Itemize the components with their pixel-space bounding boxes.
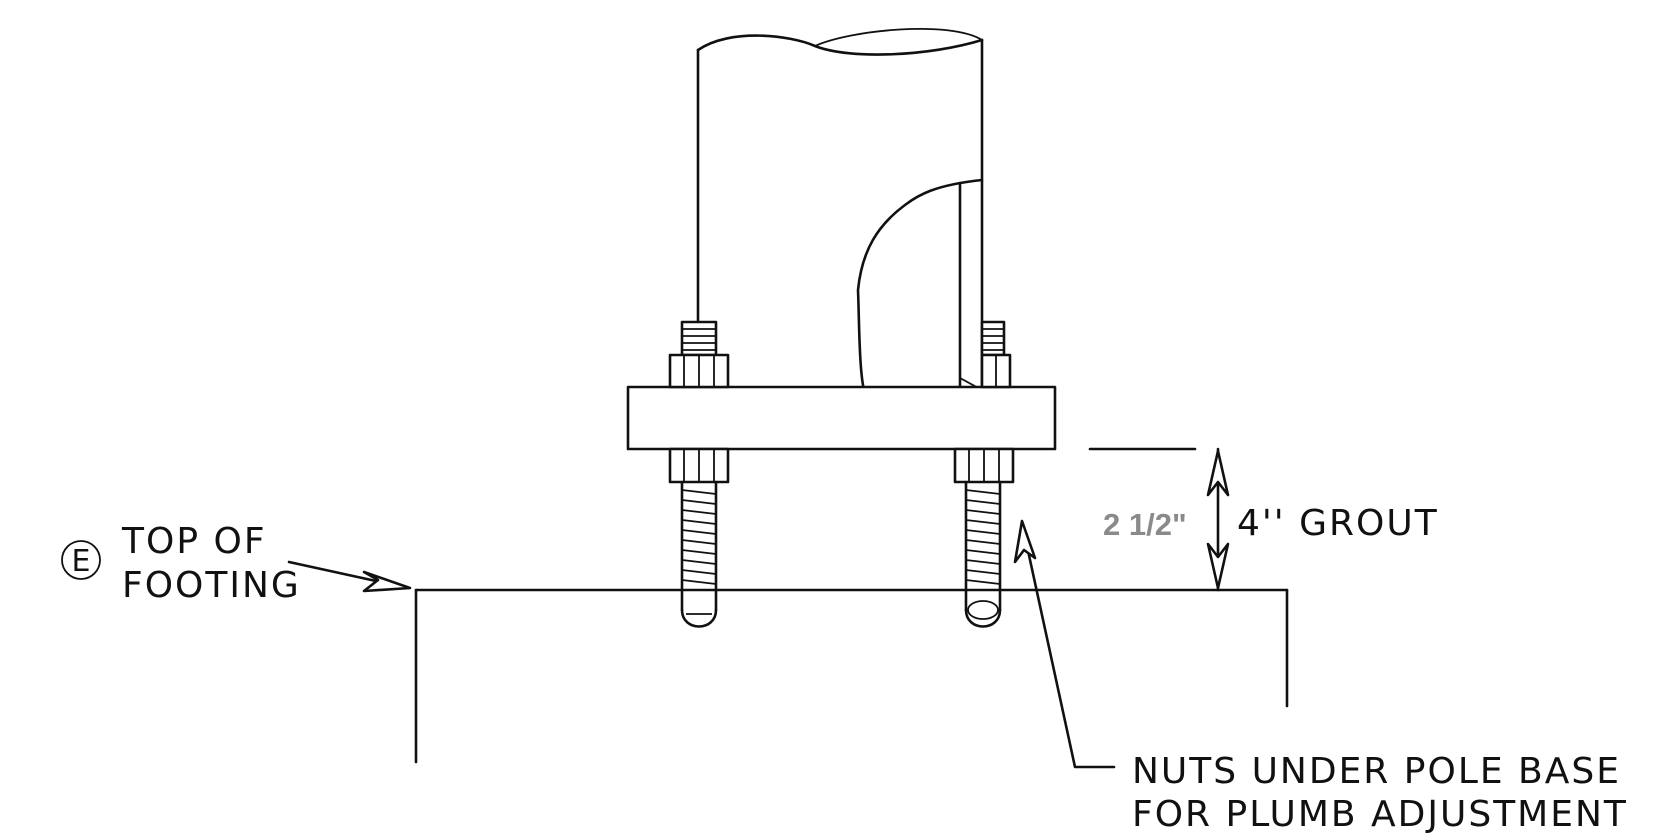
nuts-label-line2: FOR PLUMB ADJUSTMENT xyxy=(1132,794,1628,835)
callout-marker: E xyxy=(72,544,91,579)
top-of-footing-label-line2: FOOTING xyxy=(122,565,301,606)
grout-label: 4'' GROUT xyxy=(1237,503,1439,544)
top-of-footing-label-line1: TOP OF xyxy=(121,521,267,562)
base-plate xyxy=(626,385,1057,451)
anchor-bolt-left xyxy=(668,320,730,628)
grout-dimension xyxy=(1088,447,1230,592)
nuts-leader xyxy=(1013,519,1116,769)
nuts-label-line1: NUTS UNDER POLE BASE xyxy=(1132,751,1621,792)
superseded-grout-dimension: 2 1/2" xyxy=(1103,507,1187,542)
pole xyxy=(696,28,984,417)
anchor-bolt-right xyxy=(953,320,1015,628)
footing xyxy=(414,588,1289,764)
callout-circle xyxy=(61,540,101,580)
top-of-footing-leader: E xyxy=(61,540,412,593)
